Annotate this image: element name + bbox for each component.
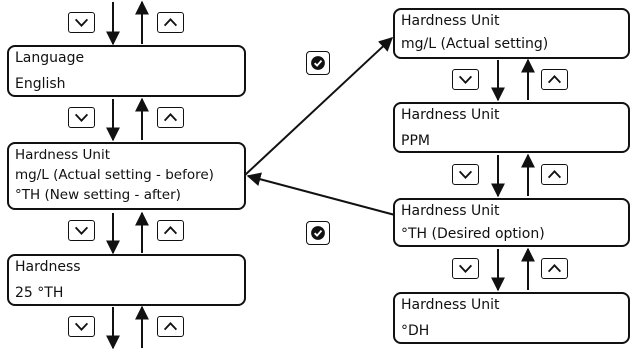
hardness-unit-before: mg/L (Actual setting - before): [15, 167, 214, 183]
chevron-down-icon: [458, 75, 473, 84]
chevron-down-icon: [74, 18, 89, 27]
down-button[interactable]: [452, 164, 479, 185]
language-value: English: [15, 76, 66, 92]
chevron-down-icon: [74, 113, 89, 122]
chevron-up-icon: [163, 113, 178, 122]
arrow-back-to-hardness-unit: [246, 172, 396, 216]
hardness-unit-after: °TH (New setting - after): [15, 187, 181, 203]
hardness-unit-ppm-box[interactable]: Hardness Unit PPM: [393, 102, 630, 153]
down-button[interactable]: [452, 69, 479, 90]
down-button[interactable]: [452, 258, 479, 279]
chevron-up-icon: [163, 18, 178, 27]
hardness-value: 25 °TH: [15, 285, 64, 301]
hardness-unit-title: Hardness Unit: [401, 13, 500, 29]
down-button[interactable]: [68, 316, 95, 337]
check-circle-icon: [311, 56, 325, 70]
up-button[interactable]: [157, 107, 184, 128]
chevron-up-icon: [547, 170, 562, 179]
chevron-up-icon: [547, 75, 562, 84]
language-title: Language: [15, 50, 85, 66]
arrow-to-actual-setting: [244, 37, 394, 176]
hardness-unit-dh-box[interactable]: Hardness Unit °DH: [393, 292, 630, 344]
chevron-up-icon: [547, 264, 562, 273]
confirm-button[interactable]: [306, 51, 330, 75]
chevron-up-icon: [163, 226, 178, 235]
down-button[interactable]: [68, 12, 95, 33]
language-box[interactable]: Language English: [7, 45, 246, 97]
confirm-button[interactable]: [306, 221, 330, 245]
hardness-title: Hardness: [15, 259, 81, 275]
hardness-unit-box[interactable]: Hardness Unit mg/L (Actual setting - bef…: [7, 142, 246, 210]
hardness-unit-title: Hardness Unit: [15, 147, 111, 163]
hardness-unit-title: Hardness Unit: [401, 203, 500, 219]
down-button[interactable]: [68, 107, 95, 128]
hardness-unit-th-box[interactable]: Hardness Unit °TH (Desired option): [393, 198, 630, 247]
up-button[interactable]: [541, 69, 568, 90]
chevron-down-icon: [458, 264, 473, 273]
hardness-unit-option: °TH (Desired option): [401, 226, 545, 242]
up-button[interactable]: [157, 220, 184, 241]
hardness-unit-title: Hardness Unit: [401, 107, 500, 123]
hardness-box[interactable]: Hardness 25 °TH: [7, 254, 246, 306]
down-button[interactable]: [68, 220, 95, 241]
up-button[interactable]: [541, 164, 568, 185]
chevron-down-icon: [74, 226, 89, 235]
hardness-unit-option: °DH: [401, 323, 430, 339]
hardness-unit-option: mg/L (Actual setting): [401, 36, 549, 52]
up-button[interactable]: [157, 316, 184, 337]
hardness-unit-mgl-box[interactable]: Hardness Unit mg/L (Actual setting): [393, 8, 630, 59]
up-button[interactable]: [157, 12, 184, 33]
check-circle-icon: [311, 226, 325, 240]
chevron-down-icon: [74, 322, 89, 331]
hardness-unit-option: PPM: [401, 133, 430, 149]
chevron-down-icon: [458, 170, 473, 179]
up-button[interactable]: [541, 258, 568, 279]
chevron-up-icon: [163, 322, 178, 331]
hardness-unit-title: Hardness Unit: [401, 297, 500, 313]
